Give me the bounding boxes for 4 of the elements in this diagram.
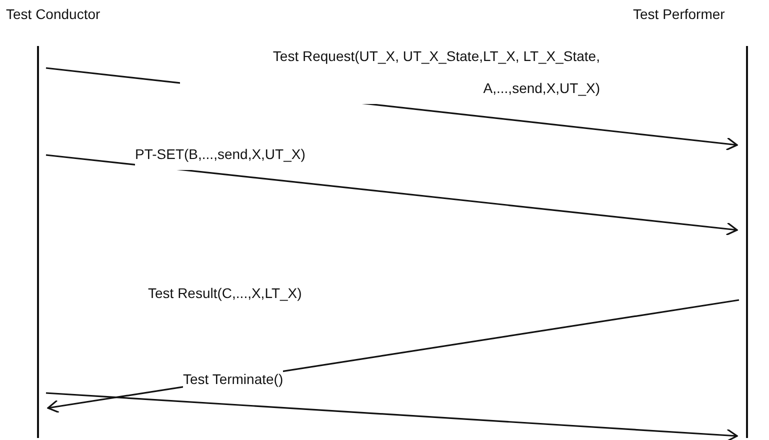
participant-name: Test Performer: [633, 6, 725, 22]
participant-name: Test Conductor: [6, 6, 100, 22]
message-arrow: [46, 154, 738, 236]
message-arrow: [46, 392, 738, 440]
